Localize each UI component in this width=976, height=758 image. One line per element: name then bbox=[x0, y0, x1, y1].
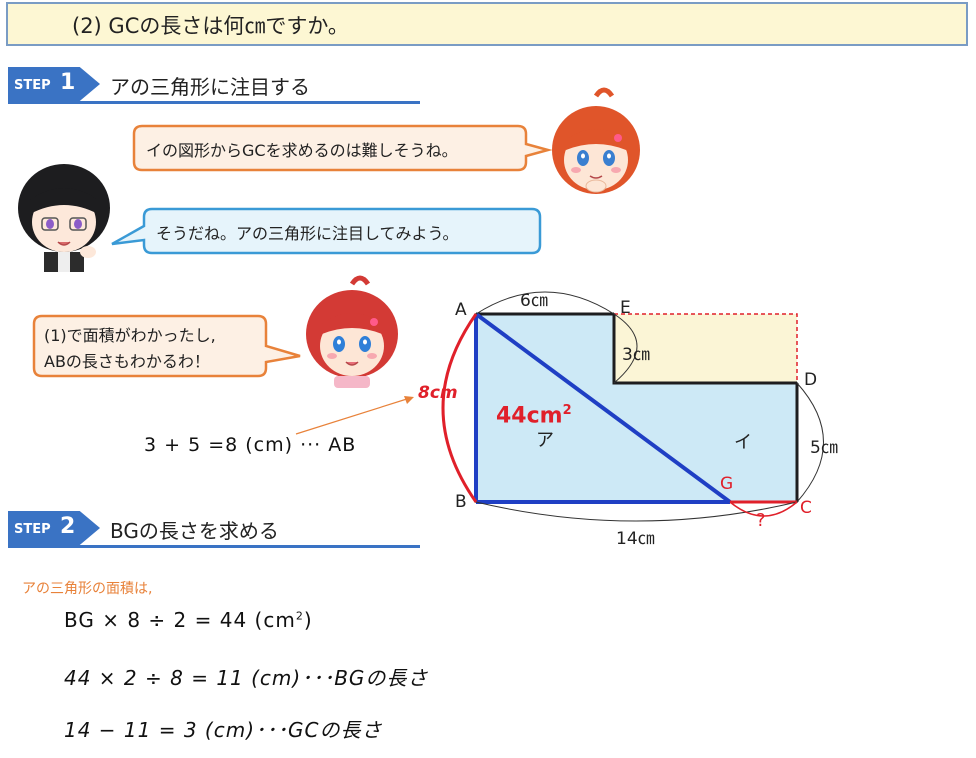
missing-rect bbox=[614, 314, 797, 383]
area-label: 44cm2 bbox=[496, 403, 572, 428]
label-c: C bbox=[800, 498, 812, 518]
question-header bbox=[6, 2, 968, 46]
question-mark: ? bbox=[756, 510, 766, 531]
step2-title: BGの長さを求める bbox=[110, 519, 279, 543]
step2-underline bbox=[8, 545, 420, 548]
question-text: (2) GCの長さは何㎝ですか。 bbox=[72, 14, 349, 38]
girl-top-bubble bbox=[132, 124, 553, 172]
length-ef: 3㎝ bbox=[622, 345, 650, 365]
step2-number: 2 bbox=[60, 514, 76, 539]
length-af: 6㎝ bbox=[520, 291, 548, 311]
girl-mid-speech-line1: (1)で面積がわかったし, bbox=[44, 326, 216, 345]
boy-speech: そうだね。アの三角形に注目してみよう。 bbox=[156, 224, 459, 243]
calc-line1-main: BG × 8 ÷ 2 = 44 (cm bbox=[64, 608, 296, 632]
region-i-label: イ bbox=[734, 432, 752, 453]
region-a-label: ア bbox=[536, 430, 554, 451]
calc-line3: 14 − 11 = 3 (cm)･･･GCの長さ bbox=[64, 718, 383, 742]
girl-mid-speech-line2: ABの長さもわかるわ！ bbox=[44, 352, 210, 371]
area-value: 44cm bbox=[496, 403, 563, 429]
calc-line1-end: ) bbox=[303, 608, 313, 632]
label-g: G bbox=[720, 474, 734, 494]
figure-diagram bbox=[295, 291, 824, 522]
step2-badge: STEP 2 bbox=[8, 511, 100, 545]
label-a: A bbox=[455, 300, 467, 320]
girl-mid-bubble bbox=[32, 314, 301, 378]
step1-underline bbox=[8, 101, 420, 104]
step2-heading: STEP 2 BGの長さを求める bbox=[8, 508, 420, 548]
girl-character-top bbox=[552, 87, 640, 194]
length-bc: 14㎝ bbox=[616, 529, 655, 549]
length-dc: 5㎝ bbox=[810, 438, 838, 458]
label-e: E bbox=[620, 298, 631, 318]
girl-character-mid bbox=[306, 275, 398, 388]
area-exponent: 2 bbox=[562, 403, 572, 418]
boy-character bbox=[18, 164, 110, 272]
label-b: B bbox=[455, 492, 467, 512]
label-d: D bbox=[804, 370, 818, 390]
step1-badge: STEP 1 bbox=[8, 67, 100, 101]
calc-line1-sup: 2 bbox=[295, 609, 304, 623]
calc-line2: 44 × 2 ÷ 8 = 11 (cm)･･･BGの長さ bbox=[64, 666, 429, 690]
step1-title: アの三角形に注目する bbox=[110, 75, 310, 99]
calc-line1: BG × 8 ÷ 2 = 44 (cm2) bbox=[64, 608, 313, 632]
calc-ab: 3 + 5 =8 (cm) ··· AB bbox=[144, 434, 357, 456]
step2-word: STEP bbox=[14, 522, 51, 537]
step1-number: 1 bbox=[60, 70, 76, 95]
triangle-hypotenuse bbox=[474, 312, 732, 504]
girl-top-speech: イの図形からGCを求めるのは難しそうね。 bbox=[146, 141, 458, 160]
length-ab: 8cm bbox=[418, 383, 458, 403]
boy-bubble bbox=[111, 207, 542, 255]
step1-word: STEP bbox=[14, 78, 51, 93]
area-intro: アの三角形の面積は, bbox=[22, 581, 153, 597]
step1-heading: STEP 1 アの三角形に注目する bbox=[8, 64, 420, 104]
